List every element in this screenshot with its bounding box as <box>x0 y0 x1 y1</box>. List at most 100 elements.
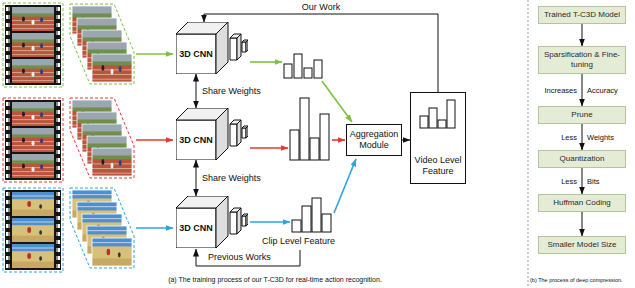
cube-face <box>216 22 228 74</box>
node-text: 3D CNN <box>179 135 213 145</box>
cube-face <box>237 208 241 234</box>
video-strip <box>6 100 10 180</box>
feature-label: Clip Level Feature <box>262 236 335 247</box>
video-strip <box>3 188 63 272</box>
flow-arrow <box>332 139 345 141</box>
video-strip <box>5 190 61 270</box>
cube-face <box>237 120 241 146</box>
edge-label: Share Weights <box>201 86 262 97</box>
video-strip <box>12 192 54 216</box>
video-strip <box>3 188 63 272</box>
node-text: Quantization <box>560 154 605 164</box>
clip-stack <box>70 98 134 178</box>
feature-histogram <box>320 114 329 160</box>
flow-arrow <box>250 61 282 63</box>
edge-label: Our Work <box>301 2 341 13</box>
process-box: Huffman Coding <box>538 194 626 212</box>
feature-histogram <box>322 214 331 232</box>
feature-histogram <box>292 220 301 232</box>
clip-stack <box>92 148 132 176</box>
cube-face <box>237 34 241 60</box>
connector <box>582 74 583 106</box>
node-text: Video Level Feature <box>414 155 462 177</box>
cube-face <box>230 38 237 60</box>
cube-face <box>216 196 228 248</box>
connector <box>582 24 583 46</box>
connector <box>196 160 197 196</box>
feature-histogram <box>284 64 292 78</box>
video-strip <box>3 3 63 87</box>
arrow-note: Weights <box>587 133 614 142</box>
node-text: Smaller Model Size <box>548 240 617 250</box>
video-strip <box>12 59 54 83</box>
arrow-note: Less <box>561 177 577 186</box>
cube-face <box>242 216 246 226</box>
node-text: Aggregation Module <box>350 129 399 151</box>
flow-arrow <box>136 227 173 229</box>
process-box: Smaller Model Size <box>538 236 626 254</box>
process-box: Prune <box>538 106 626 124</box>
cube-face <box>242 128 246 138</box>
video-strip <box>56 100 60 180</box>
process-box: Trained T-C3D Model <box>538 6 626 24</box>
cube-face <box>246 126 248 138</box>
node-text: Prune <box>571 110 592 120</box>
feature-histogram <box>302 206 311 232</box>
clip-stack <box>70 188 134 268</box>
feature-histogram <box>420 116 428 128</box>
video-strip <box>3 98 63 182</box>
flow-arrow <box>250 147 288 149</box>
cnn-block: 3D CNN <box>176 108 248 160</box>
video-strip <box>5 5 61 85</box>
feature-histogram <box>429 108 437 128</box>
connector <box>582 124 583 150</box>
video-strip <box>3 3 63 87</box>
video-strip <box>6 190 10 270</box>
cube-outline <box>176 22 248 74</box>
cnn-block: 3D CNN <box>176 22 248 74</box>
clip-stack <box>70 4 134 84</box>
cube-front: 3D CNN <box>176 34 216 74</box>
feature-histogram <box>300 98 309 160</box>
node-text: Trained T-C3D Model <box>544 10 620 20</box>
cube-face <box>230 212 237 234</box>
arrow-note: Bits <box>587 177 600 186</box>
flow-arrow <box>136 139 173 141</box>
clip-stack <box>70 98 134 178</box>
video-strip <box>12 244 54 268</box>
cube-face <box>242 42 246 52</box>
edge-label: Share Weights <box>201 173 262 184</box>
feature-histogram <box>294 54 302 78</box>
node-text: Sparsification & Fine-tuning <box>542 50 622 69</box>
arrow-note: Increases <box>544 86 577 95</box>
feature-histogram <box>284 54 322 78</box>
panel-divider <box>528 0 529 288</box>
flow-arrow <box>250 221 290 223</box>
video-strip <box>56 190 60 270</box>
feedback-line <box>196 249 300 266</box>
cube-face <box>230 124 237 146</box>
connector <box>402 140 410 141</box>
cube-face <box>176 34 216 74</box>
feature-histogram <box>420 100 455 128</box>
annotation-label: Previous Works <box>208 252 271 263</box>
module-box: Aggregation Module <box>346 124 402 156</box>
feature-histogram <box>447 100 455 128</box>
node-text: 3D CNN <box>179 223 213 233</box>
flow-arrow <box>136 53 173 55</box>
video-strip <box>6 5 10 85</box>
feature-histogram <box>292 198 331 232</box>
flow-arrow <box>136 54 356 228</box>
cube-face <box>176 208 216 248</box>
feature-histogram <box>304 68 312 78</box>
connector <box>582 168 583 194</box>
video-strip <box>12 218 54 242</box>
arrow-note: Less <box>561 133 577 142</box>
clip-stack <box>92 54 132 82</box>
clip-stack <box>92 238 132 266</box>
process-box: Sparsification & Fine-tuning <box>538 46 626 74</box>
clip-stack <box>70 4 134 84</box>
clip-stack <box>92 238 132 266</box>
video-strip <box>56 5 60 85</box>
